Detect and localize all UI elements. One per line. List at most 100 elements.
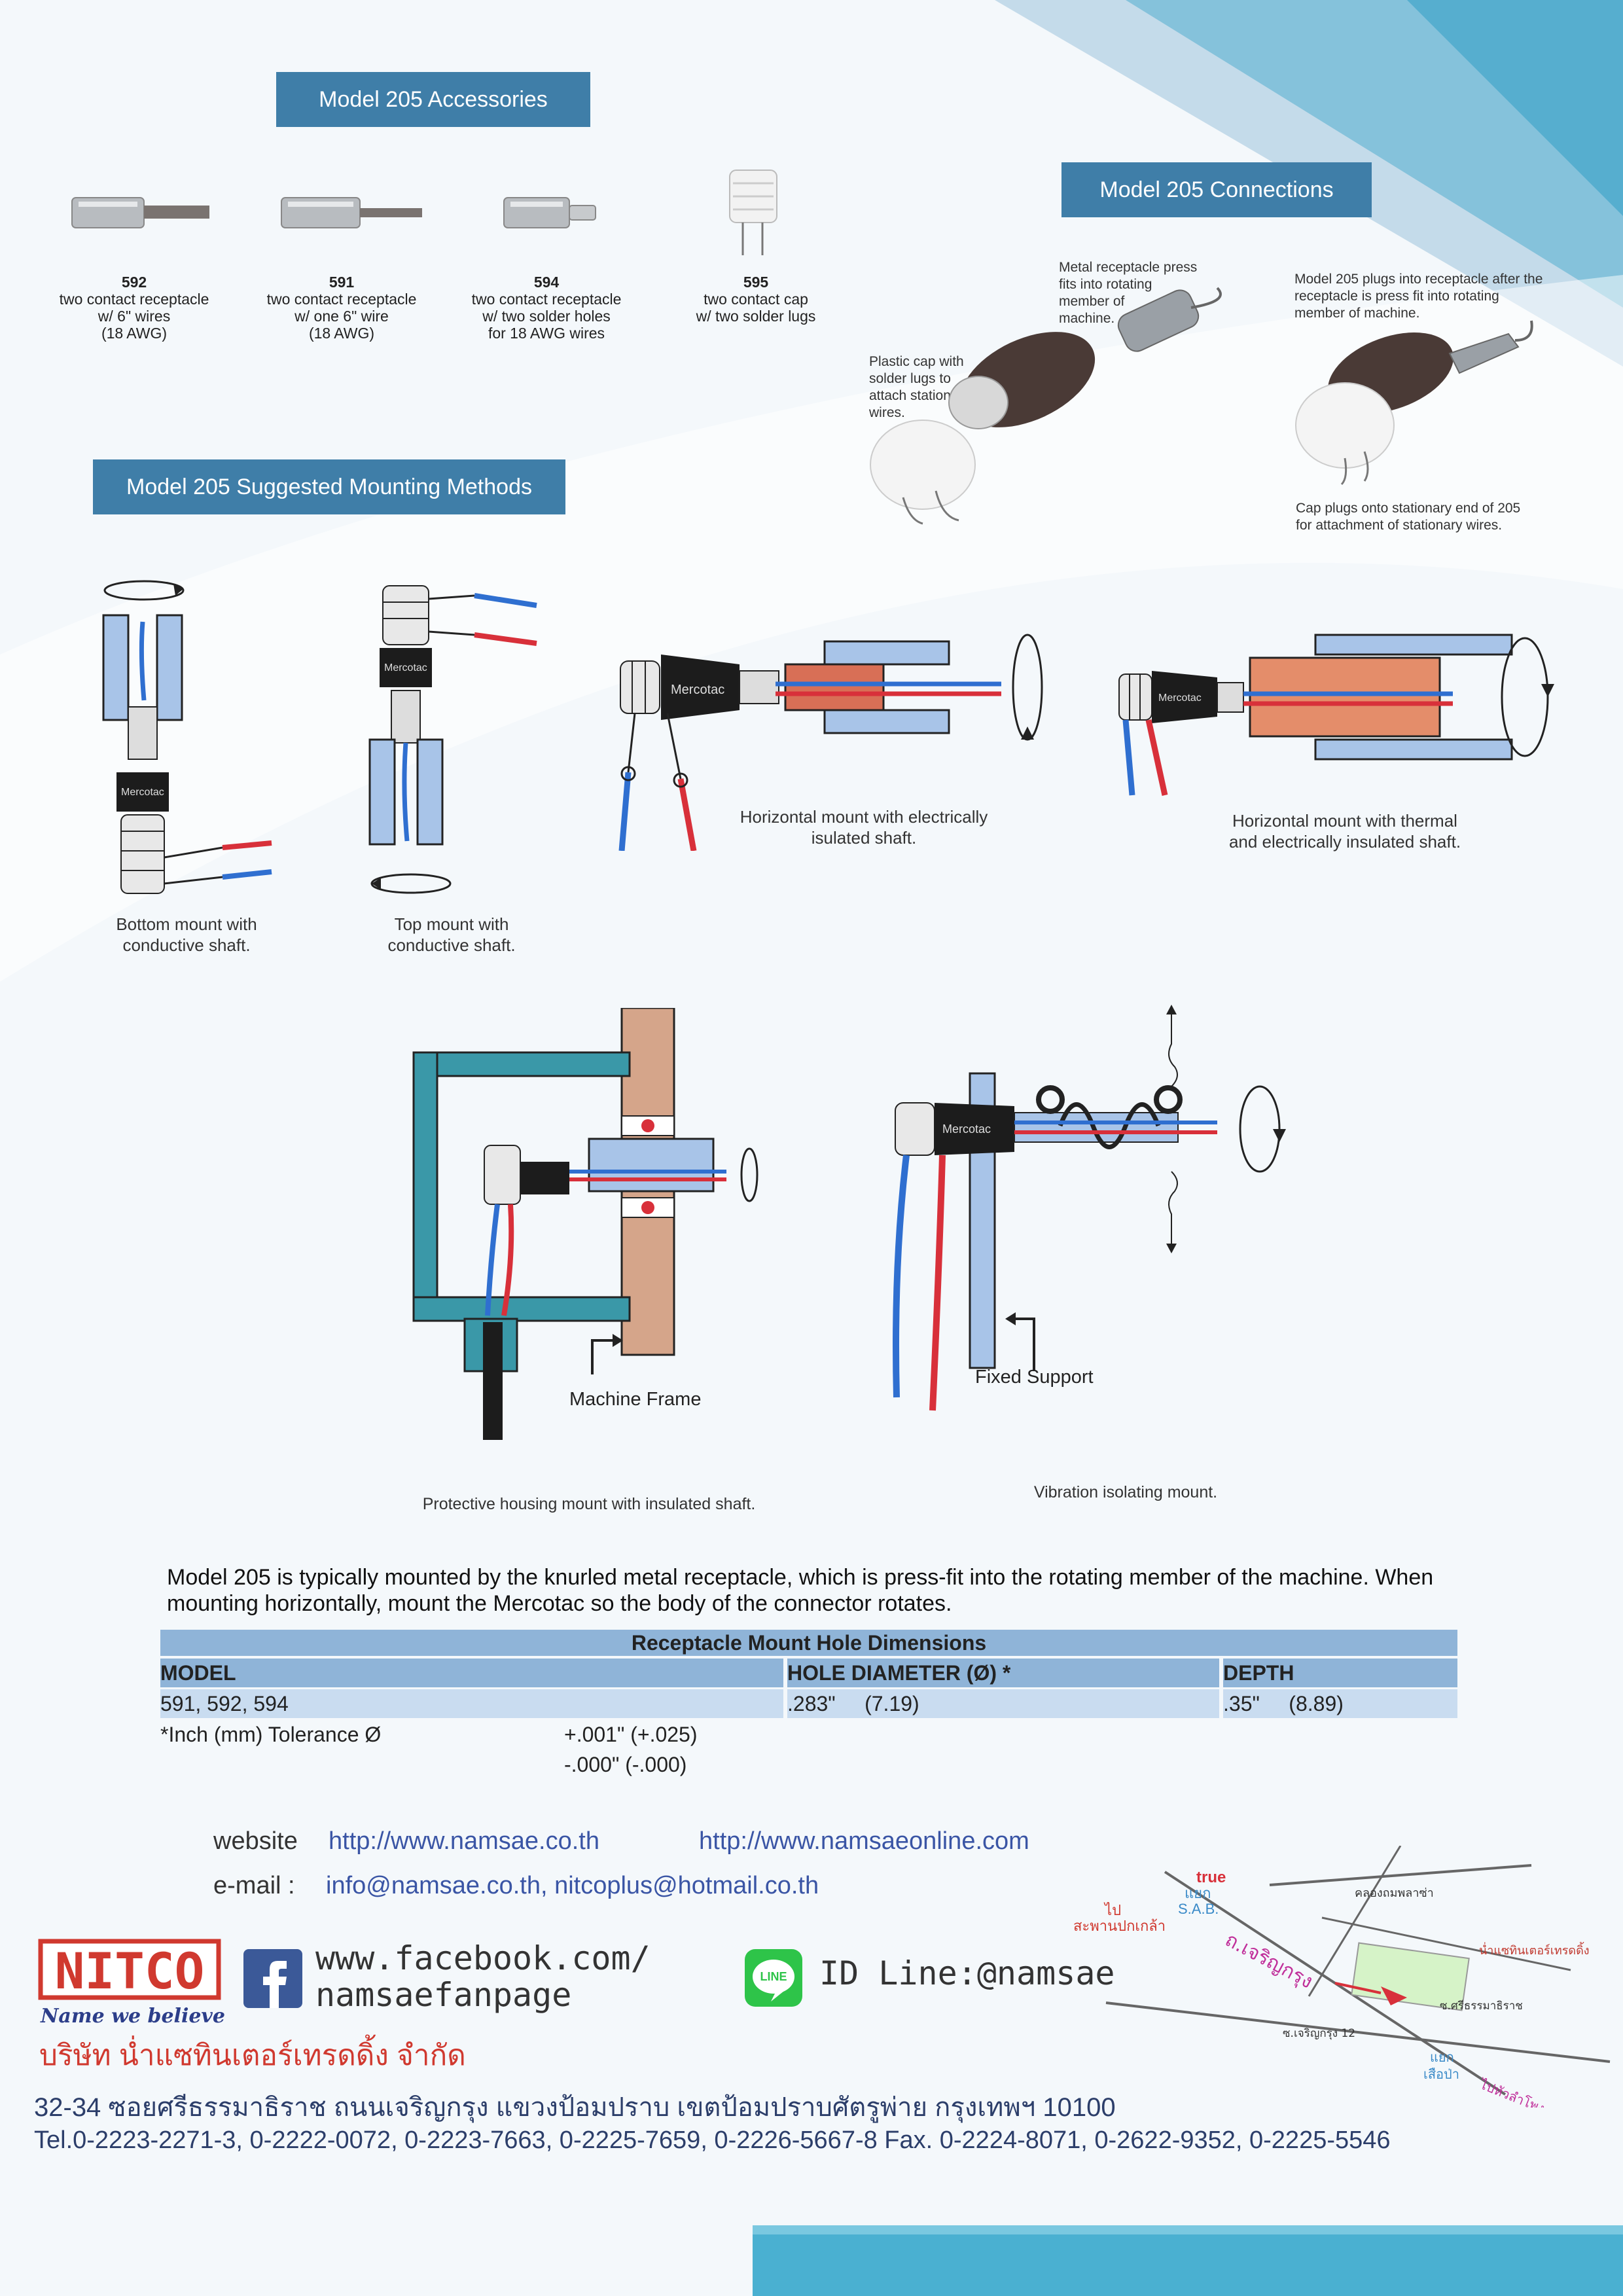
note-line: member of — [1059, 294, 1125, 309]
connection-exploded-image — [870, 287, 1222, 525]
caption-line: isulated shaft. — [811, 828, 917, 848]
note-line: solder lugs to — [869, 371, 951, 386]
horizontal-electric-mount-diagram: Mercotac — [618, 634, 1043, 851]
accessory-595-caption: 595 two contact cap w/ two solder lugs — [651, 274, 861, 325]
location-map: true แยก S.A.B. ไป สะพานปกเกล้า ถ.เจริญก… — [1073, 1846, 1611, 2108]
protective-housing-diagram — [412, 1008, 758, 1440]
accessory-number: 592 — [121, 274, 147, 291]
accessory-desc-line: w/ two solder holes — [482, 308, 611, 325]
note-line: for attachment of stationary wires. — [1296, 518, 1503, 533]
header-model: MODEL — [160, 1659, 783, 1687]
top-mount-caption: Top mount with conductive shaft. — [363, 914, 540, 956]
caption-line: conductive shaft. — [122, 935, 251, 955]
cell-depth: .35" (8.89) — [1223, 1689, 1457, 1718]
website-link-2[interactable]: http://www.namsaeonline.com — [699, 1827, 1029, 1855]
caption-line: and electrically insulated shaft. — [1228, 832, 1461, 852]
map-label-junction2: เสือป่า — [1423, 2066, 1459, 2082]
note-plastic-cap: Plastic cap with solder lugs to attach s… — [869, 353, 970, 422]
facebook-link[interactable]: www.facebook.com/ namsaefanpage — [315, 1940, 651, 2013]
tolerance-plus: +.001" (+.025) — [564, 1723, 698, 1746]
note-line: attach stationary — [869, 388, 971, 403]
horizontal-thermal-mount-diagram: Mercotac — [1118, 634, 1554, 796]
line-app-icon[interactable]: LINE — [745, 1949, 802, 2007]
company-address: 32-34 ซอยศรีธรรมาธิราช ถนนเจริญกรุง แขวง… — [34, 2093, 1116, 2122]
map-label-hualamphong: ไปหัวลำโพง — [1476, 2076, 1547, 2108]
accessory-592-image — [71, 197, 209, 228]
facebook-icon[interactable] — [243, 1949, 302, 2008]
note-line: Plastic cap with — [869, 354, 964, 369]
accessory-number: 591 — [329, 274, 355, 291]
caption-line: Horizontal mount with electrically — [740, 807, 988, 827]
brand-text: Mercotac — [942, 1122, 991, 1136]
mounting-description: Model 205 is typically mounted by the kn… — [167, 1565, 1434, 1616]
accessory-desc-line: two contact receptacle — [266, 291, 417, 308]
accessory-desc-line: w/ one 6" wire — [294, 308, 389, 325]
caption-line: Horizontal mount with thermal — [1232, 811, 1457, 831]
facebook-line: www.facebook.com/ — [315, 1939, 651, 1977]
map-label-soi: ซ.ศรีธรรมาธิราช — [1440, 2000, 1523, 2013]
bottom-mount-diagram: Mercotac — [102, 580, 272, 894]
line-id[interactable]: ID Line:@namsae — [819, 1954, 1115, 1992]
accessory-desc-line: (18 AWG) — [308, 325, 375, 342]
tolerance-values: +.001" (+.025) -.000" (-.000) — [564, 1719, 698, 1780]
accessory-595-image — [729, 170, 777, 255]
accessory-594-image — [503, 197, 596, 228]
accessory-592-caption: 592 two contact receptacle w/ 6" wires (… — [29, 274, 239, 342]
map-label-junction1: แยก — [1430, 2049, 1454, 2065]
accessory-591-caption: 591 two contact receptacle w/ one 6" wir… — [237, 274, 446, 342]
brand-text: Mercotac — [1158, 692, 1202, 704]
fixed-support-label: Fixed Support — [975, 1367, 1094, 1388]
accessory-desc-line: (18 AWG) — [101, 325, 168, 342]
note-line: Metal receptacle press — [1059, 260, 1198, 275]
accessory-desc-line: two contact receptacle — [59, 291, 209, 308]
map-label-sab2: S.A.B. — [1178, 1901, 1219, 1917]
map-label-namsae: น่ำแซทินเตอร์เทรดดิ้ง — [1479, 1942, 1590, 1958]
map-label-bridge2: สะพานปกเกล้า — [1073, 1918, 1166, 1935]
caption-line: conductive shaft. — [387, 935, 516, 955]
facebook-line: namsaefanpage — [315, 1976, 572, 2014]
map-label-soi12: ซ.เจริญกรุง 12 — [1283, 2027, 1355, 2040]
note-line: wires. — [869, 405, 905, 420]
note-line: receptacle is press fit into rotating — [1294, 289, 1499, 304]
note-line: member of machine. — [1294, 306, 1420, 321]
brand-text: Mercotac — [121, 787, 164, 798]
protective-housing-caption: Protective housing mount with insulated … — [422, 1495, 756, 1513]
email-label: e-mail : — [213, 1872, 295, 1899]
connections-heading: Model 205 Connections — [1061, 162, 1372, 217]
table-header-row: MODEL HOLE DIAMETER (Ø) * DEPTH — [160, 1659, 1457, 1687]
dimension-table: Receptacle Mount Hole Dimensions MODEL H… — [160, 1630, 1457, 1720]
header-depth: DEPTH — [1223, 1659, 1457, 1687]
email-link[interactable]: info@namsae.co.th, nitcoplus@hotmail.co.… — [326, 1872, 819, 1899]
accessory-desc-line: w/ two solder lugs — [696, 308, 816, 325]
accessory-desc-line: w/ 6" wires — [98, 308, 171, 325]
dimension-table-title: Receptacle Mount Hole Dimensions — [160, 1630, 1457, 1656]
note-line: Cap plugs onto stationary end of 205 — [1296, 501, 1521, 516]
vibration-caption: Vibration isolating mount. — [1033, 1483, 1218, 1501]
company-name-thai: บริษัท น่ำแซทินเตอร์เทรดดิ้ง จำกัด — [39, 2039, 466, 2072]
note-plugs-into: Model 205 plugs into receptacle after th… — [1294, 271, 1543, 322]
connection-assembled-image — [1295, 320, 1533, 486]
accessory-594-caption: 594 two contact receptacle w/ two solder… — [442, 274, 651, 342]
logo-text: NITCO — [55, 1942, 205, 2000]
mounting-heading: Model 205 Suggested Mounting Methods — [93, 459, 565, 514]
cell-hole-diameter: .283" (7.19) — [787, 1689, 1219, 1718]
caption-line: Bottom mount with — [116, 914, 257, 934]
accessories-heading: Model 205 Accessories — [276, 72, 590, 127]
brand-text: Mercotac — [384, 662, 427, 673]
table-row: 591, 592, 594 .283" (7.19) .35" (8.89) — [160, 1689, 1457, 1718]
note-cap-plugs: Cap plugs onto stationary end of 205 for… — [1296, 500, 1520, 534]
company-phone: Tel.0-2223-2271-3, 0-2222-0072, 0-2223-7… — [34, 2126, 1391, 2154]
horizontal-electric-caption: Horizontal mount with electrically isula… — [720, 806, 1008, 848]
bottom-mount-caption: Bottom mount with conductive shaft. — [98, 914, 275, 956]
website-link-1[interactable]: http://www.namsae.co.th — [329, 1827, 599, 1855]
header-hole-diameter: HOLE DIAMETER (Ø) * — [787, 1659, 1219, 1687]
tolerance-label: *Inch (mm) Tolerance Ø — [160, 1723, 382, 1746]
accessory-desc-line: two contact cap — [704, 291, 808, 308]
website-label: website — [213, 1827, 298, 1855]
map-label-sab1: แยก — [1185, 1886, 1211, 1902]
caption-line: Top mount with — [394, 914, 509, 934]
note-metal-receptacle: Metal receptacle press fits into rotatin… — [1059, 259, 1197, 327]
accessory-number: 594 — [533, 274, 560, 291]
map-label-klong: คลองถมพลาซ่า — [1355, 1886, 1434, 1900]
